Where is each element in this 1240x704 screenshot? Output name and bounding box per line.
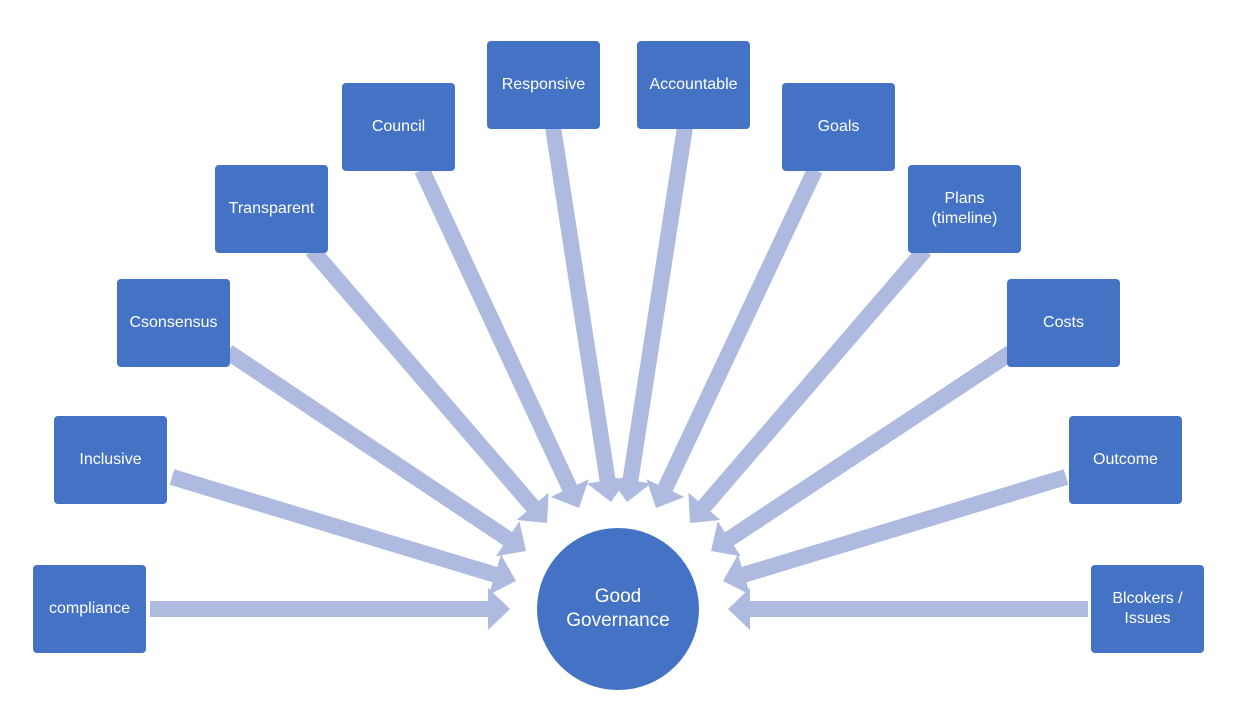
arrow-goals <box>646 166 823 508</box>
node-transparent: Transparent <box>215 165 328 253</box>
arrow-csonsensus <box>223 345 526 557</box>
arrow-council <box>414 166 589 508</box>
arrow-transparent <box>305 244 549 524</box>
node-costs: Costs <box>1007 279 1120 367</box>
node-goals: Goals <box>782 83 895 171</box>
arrow-costs <box>711 345 1017 557</box>
arrow-outcome <box>723 469 1069 595</box>
arrow-compliance <box>150 588 510 630</box>
node-csonsensus: Csonsensus <box>117 279 230 367</box>
arrows-layer <box>150 125 1088 630</box>
arrow-inclusive <box>169 469 516 595</box>
node-responsive: Responsive <box>487 41 600 129</box>
node-outcome: Outcome <box>1069 416 1182 504</box>
node-compliance: compliance <box>33 565 146 653</box>
node-plans: Plans (timeline) <box>908 165 1021 253</box>
node-blockers: Blcokers / Issues <box>1091 565 1204 653</box>
center-good-governance: Good Governance <box>537 528 699 690</box>
arrow-plans <box>688 244 932 524</box>
arrow-blockers <box>728 588 1088 630</box>
node-council: Council <box>342 83 455 171</box>
arrow-responsive <box>545 125 629 503</box>
arrow-accountable <box>609 125 693 503</box>
node-inclusive: Inclusive <box>54 416 167 504</box>
node-accountable: Accountable <box>637 41 750 129</box>
